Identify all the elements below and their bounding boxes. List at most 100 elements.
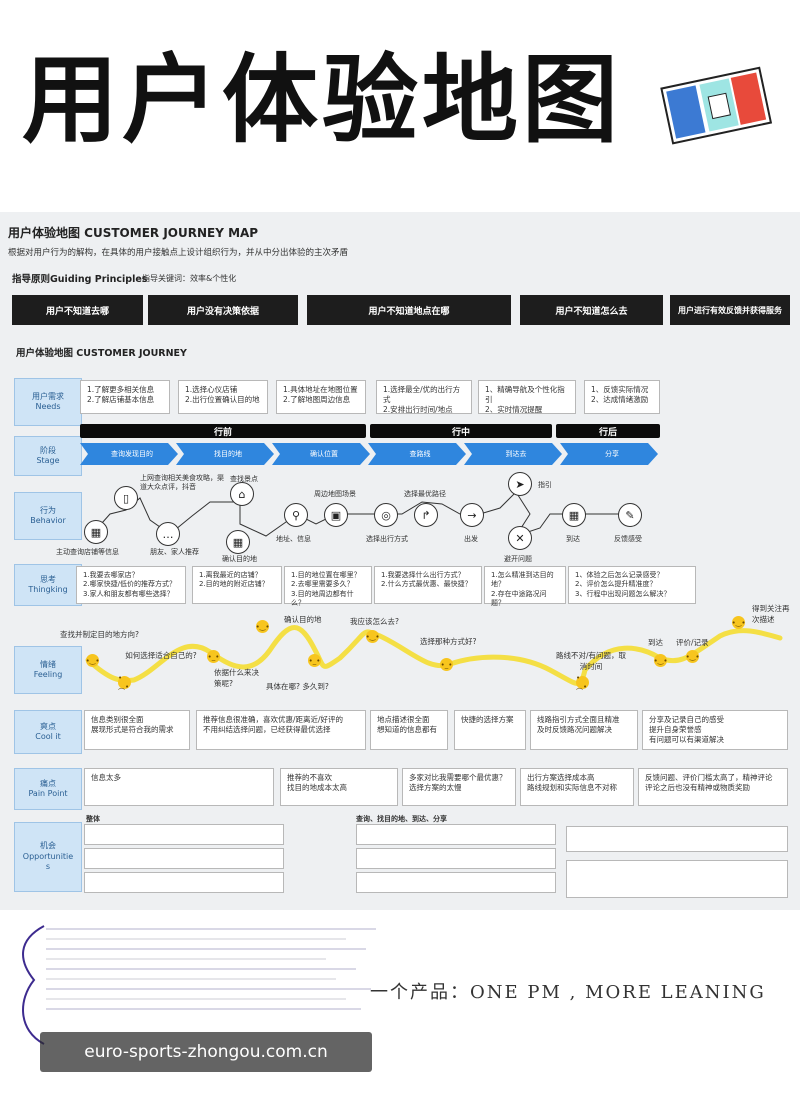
needs-card-4: 1.选择最全/优的出行方式 2.安排出行时间/地点 [376, 380, 472, 414]
phase-during: 行中 [370, 424, 552, 438]
pain-card-1: 信息太多 [84, 768, 274, 806]
opp-box-8[interactable] [566, 860, 788, 898]
stage-chevron-1 [80, 443, 178, 465]
behavior-label-1: 主动查询店铺等信息 [56, 548, 119, 556]
feeling-text-8: 路线不对/有问题，取消时间 [555, 651, 627, 671]
principle-3: 用户不知道地点在哪 [307, 295, 511, 325]
row-label-feeling: 情绪 Feeling [14, 646, 82, 694]
thinking-card-2: 1.离我最近的店铺？ 2.目的地的附近店铺？ [192, 566, 282, 604]
thinking-card-4: 1.我要选择什么出行方式？ 2.什么方式最优惠、最快捷？ [374, 566, 482, 604]
behavior-label-8: 选择出行方式 [366, 535, 408, 543]
principles-label: 指导原则Guiding Principles [12, 274, 148, 285]
behavior-label-13: 到达 [566, 535, 580, 543]
needs-card-5: 1、精确导航及个性化指引 2、实时情况提醒 [478, 380, 576, 414]
feeling-text-11: 得到关注再次描述 [752, 604, 790, 624]
stage-chevron-3 [272, 443, 370, 465]
map-illustration-icon [660, 66, 773, 145]
opp-box-1[interactable] [84, 824, 284, 845]
stage-chevron-6 [560, 443, 658, 465]
map-header-title: 用户体验地图 CUSTOMER JOURNEY MAP [8, 226, 259, 240]
journey-section-title: 用户体验地图 CUSTOMER JOURNEY [16, 348, 187, 359]
feeling-text-2: 如何选择适合自己的? [125, 651, 197, 660]
opp-box-3[interactable] [84, 872, 284, 893]
stage-chevrons [80, 443, 658, 465]
opp-box-2[interactable] [84, 848, 284, 869]
attraction-icon: ⌂ [230, 482, 254, 506]
notes-bracket-icon [22, 925, 45, 1045]
row-label-stage: 阶段 Stage [14, 436, 82, 476]
feeling-face-10: •‿• [686, 650, 699, 663]
chat-icon: … [156, 522, 180, 546]
cool-card-5: 线路指引方式全面且精准 及时反馈路况问题解决 [530, 710, 638, 750]
phase-after: 行后 [556, 424, 660, 438]
feeling-face-11: •‿• [732, 616, 745, 629]
behavior-label-5: 确认目的地 [222, 555, 257, 563]
footer-slogan: 一个产品：ONE PM , MORE LEANING [370, 982, 766, 1003]
pain-card-5: 反馈问题、评价门槛太高了，精神评论 评论之后也没有精神或物质奖励 [638, 768, 788, 806]
phone-icon: ▯ [114, 486, 138, 510]
stage-chevron-2 [176, 443, 274, 465]
depart-arrow-icon: → [460, 503, 484, 527]
cool-card-1: 信息类别很全面 展现形式是符合我的需求 [84, 710, 190, 750]
opp-box-6[interactable] [356, 872, 556, 893]
feeling-face-4: •‿• [256, 620, 269, 633]
behavior-label-11: 指引 [538, 481, 552, 489]
behavior-label-14: 反馈感受 [614, 535, 642, 543]
feeling-face-7: •_• [440, 658, 453, 671]
feeling-face-6: •‿• [366, 630, 379, 643]
principle-5: 用户进行有效反馈并获得服务 [670, 295, 790, 325]
feeling-text-5: 具体在哪? 多久到? [266, 682, 329, 691]
row-label-thinking: 思考 Thingking [14, 564, 82, 606]
arrive-store-icon: ▦ [562, 503, 586, 527]
behavior-label-6: 地址、信息 [276, 535, 311, 543]
feeling-text-7: 选择那种方式好? [420, 637, 477, 646]
opp-box-7[interactable] [566, 826, 788, 852]
opp-box-4[interactable] [356, 824, 556, 845]
row-label-behavior: 行为 Behavior [14, 492, 82, 540]
car-icon: ◎ [374, 503, 398, 527]
stage-chevron-4 [368, 443, 466, 465]
navigation-icon: ➤ [508, 472, 532, 496]
stage-label-3: 确认位置 [310, 450, 338, 458]
store-icon: ▦ [84, 520, 108, 544]
feeling-face-5: •_• [308, 654, 321, 667]
stage-label-5: 到达去 [505, 450, 527, 458]
store-confirm-icon: ▦ [226, 530, 250, 554]
cool-card-6: 分享及记录自己的感受 提升自身荣誉感 有问题可以有渠道解决 [642, 710, 788, 750]
notes-lines [46, 928, 386, 1018]
cool-card-3: 地点描述很全面 想知道的信息都有 [370, 710, 448, 750]
stage-label-4: 查路线 [409, 450, 431, 458]
pain-card-2: 推荐的不喜欢 找目的地成本太高 [280, 768, 398, 806]
feeling-text-9: 到达 [648, 638, 663, 647]
row-label-cool: 爽点 Cool it [14, 710, 82, 754]
thinking-card-3: 1.目的地位置在哪里？ 2.去哪里需要多久？ 3.目的地周边都有什么？ [284, 566, 372, 607]
cool-card-4: 快捷的选择方案 [454, 710, 526, 750]
feeling-face-9: •‿• [654, 654, 667, 667]
behavior-label-12: 避开问题 [504, 555, 532, 563]
cool-card-2: 推荐信息很准确，喜欢优惠/距离近/好评的 不用纠结选择问题，已经获得最优选择 [196, 710, 366, 750]
thinking-card-6: 1、体验之后怎么记录感受？ 2、评价怎么提升精准度？ 3、行程中出现问题怎么解决… [568, 566, 696, 604]
feeling-face-3: •_• [207, 650, 220, 663]
feeling-text-1: 查找并制定目的地方向? [60, 630, 139, 639]
thinking-card-1: 1.我要去哪家店？ 2.哪家快捷/低价的推荐方式？ 3.家人和朋友都有哪些选择？ [76, 566, 186, 604]
needs-card-1: 1.了解更多相关信息 2.了解店铺基本信息 [80, 380, 170, 414]
avoid-issue-icon: ✕ [508, 526, 532, 550]
thinking-card-5: 1.怎么精准到达目的地？ 2.存在中途路况问题？ [484, 566, 566, 607]
principle-1: 用户不知道去哪 [12, 295, 143, 325]
behavior-label-4: 查找景点 [230, 475, 258, 483]
feeling-text-4: 确认目的地 [284, 615, 322, 624]
opp-box-5[interactable] [356, 848, 556, 869]
phase-before: 行前 [80, 424, 366, 438]
needs-card-6: 1、反馈实际情况 2、达成情绪激励 [584, 380, 660, 414]
opp-left-title: 整体 [86, 815, 100, 823]
map-icon: ▣ [324, 503, 348, 527]
stage-label-2: 找目的地 [214, 450, 242, 458]
behavior-label-2: 上网查询相关美食攻略，渠道大众点评，抖音 [140, 474, 224, 492]
feeling-face-8: •︵• [576, 673, 589, 691]
row-label-opportunities: 机会 Opportunitie s [14, 822, 82, 892]
principle-4: 用户不知道怎么去 [520, 295, 663, 325]
keywords-label: 指导关键词：效率&个性化 [142, 274, 237, 283]
needs-card-2: 1.选择心仪店铺 2.出行位置确认目的地 [178, 380, 268, 414]
stage-chevron-5 [464, 443, 562, 465]
behavior-label-3: 朋友、家人推荐 [150, 548, 199, 556]
